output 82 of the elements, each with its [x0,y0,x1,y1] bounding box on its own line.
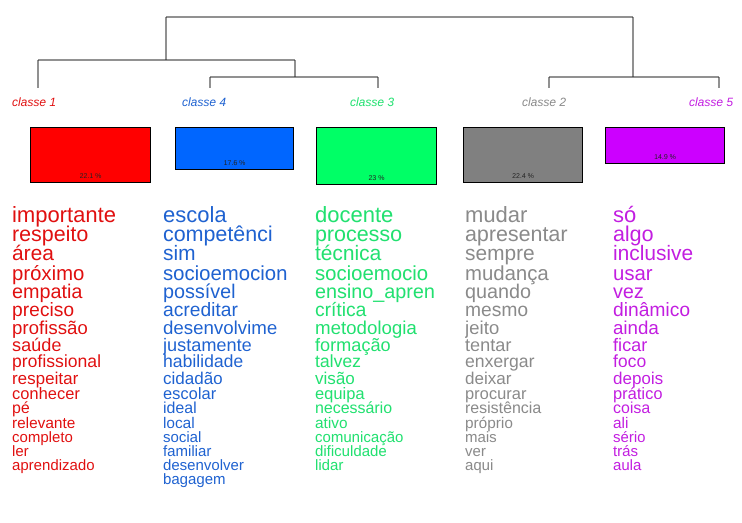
word: aqui [465,458,494,473]
word: mudar [465,204,528,226]
word: procurar [465,386,526,402]
word: local [163,416,195,432]
word: mais [465,430,497,446]
word: apresentar [465,224,568,246]
word: socioemocion [163,264,288,284]
word: lidar [315,458,344,473]
class-label: classe 4 [182,95,226,109]
word: inclusive [613,244,694,266]
word: profissão [12,319,88,338]
word: pé [12,400,30,417]
word: sim [163,244,196,266]
word: sério [613,430,646,446]
word: sempre [465,244,535,266]
word: ainda [613,319,659,338]
word: crítica [315,301,366,320]
word: quando [465,282,532,303]
word: depois [613,370,664,387]
word: ficar [613,336,648,355]
word: cidadão [163,370,223,387]
class-label: classe 3 [350,95,394,109]
word: algo [613,224,654,246]
word: técnica [315,244,382,266]
word: resistência [465,400,542,417]
word: ativo [315,416,348,432]
word: bagagem [163,472,226,487]
word: deixar [465,370,512,387]
word: vez [613,282,644,303]
word: possível [163,282,236,303]
word: próprio [465,416,513,432]
word: familiar [163,444,212,460]
word: ver [465,444,486,460]
word: ali [613,416,628,432]
word: ideal [163,400,197,417]
word: social [163,430,202,446]
word: escolar [163,386,216,402]
word: foco [613,353,646,371]
word: equipa [315,386,365,402]
word: relevante [12,416,76,432]
word: visão [315,370,355,387]
word: só [613,204,636,226]
word: talvez [315,353,361,371]
word: docente [315,204,394,226]
word: enxergar [465,353,534,371]
word: usar [613,264,653,284]
word: importante [12,204,116,226]
word: respeito [12,224,88,246]
word: conhecer [12,386,80,402]
class-label: classe 1 [12,95,56,109]
word: próximo [12,264,84,284]
word: necessário [315,400,392,417]
word: área [12,244,54,266]
word: competênci [163,224,273,246]
word: mesmo [465,301,528,320]
word: socioemocio [315,264,428,284]
word: formação [315,336,391,355]
word: dinâmico [613,301,690,320]
word: profissional [12,353,101,371]
word: ler [12,444,29,460]
word: completo [12,430,73,446]
word: aprendizado [12,458,95,473]
word: trás [613,444,638,460]
word: coisa [613,400,650,417]
word: mudança [465,264,549,284]
word: desenvolver [163,458,244,473]
word: acreditar [163,301,238,320]
class-label: classe 5 [689,95,734,109]
word: escola [163,204,227,226]
word: prático [613,386,663,402]
class-label: classe 2 [522,95,566,109]
word: ensino_apren [315,282,435,303]
word: preciso [12,301,74,320]
word: respeitar [12,370,78,387]
word: saúde [12,336,62,355]
word: processo [315,224,402,246]
word: metodologia [315,319,417,338]
word: empatia [12,282,82,303]
word: desenvolvime [163,319,278,338]
word: comunicação [315,430,404,446]
word: dificuldade [315,444,387,460]
word: aula [613,458,642,473]
